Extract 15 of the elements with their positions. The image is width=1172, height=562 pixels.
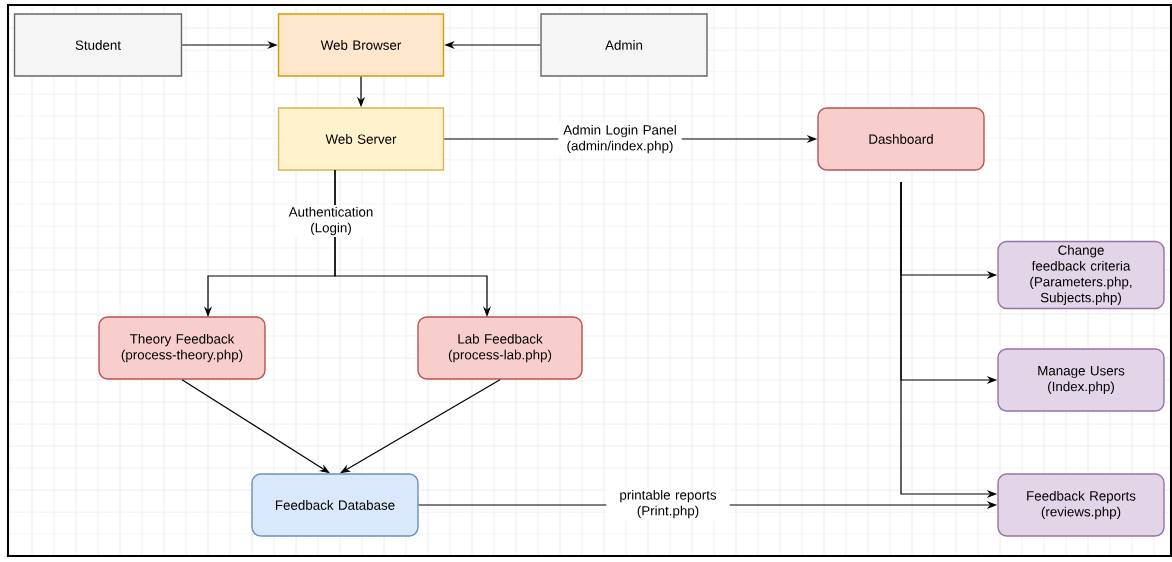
process-box: Web Server [277,107,445,171]
process-box: Dashboard [817,107,985,171]
arrow [340,379,501,474]
process-box: Feedback Database [251,473,419,537]
process-box: Manage Users (Index.php) [997,348,1165,412]
process-box: Web Browser [277,13,445,77]
edge-label: Authentication (Login) [279,205,383,237]
process-box: Lab Feedback (process-lab.php) [417,316,583,380]
edge-label: Admin Login Panel (admin/index.php) [558,123,682,155]
process-box: Theory Feedback (process-theory.php) [98,316,266,380]
actor-box: Student [13,13,183,77]
actor-box: Admin [540,13,708,77]
process-box: Change feedback criteria (Parameters.php, Subjects.php) [997,240,1165,310]
process-box: Feedback Reports (reviews.php) [997,473,1165,537]
edge-label: printable reports (Print.php) [606,488,730,520]
